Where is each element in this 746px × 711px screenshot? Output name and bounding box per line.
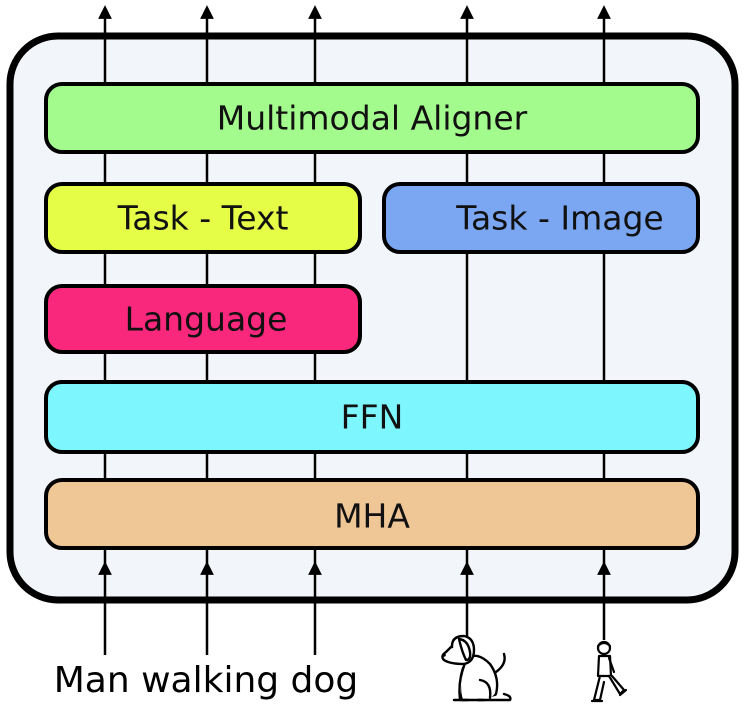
output-arrows [98, 5, 611, 86]
dog-icon [441, 634, 512, 702]
task-text-label: Task - Text [117, 199, 289, 238]
mha-label: MHA [334, 497, 410, 536]
task-text-box: Task - Text [44, 182, 362, 254]
language-box: Language [44, 284, 362, 354]
walking-man-icon [590, 640, 628, 703]
mha-box: MHA [44, 478, 700, 550]
task-image-label: Task - Image [455, 199, 663, 238]
task-image-box: Task - Image [382, 182, 700, 254]
aligner-label: Multimodal Aligner [217, 99, 528, 138]
model-container [6, 32, 739, 604]
ffn-label: FFN [341, 398, 404, 437]
language-label: Language [125, 300, 288, 339]
input-text: Man walking dog [54, 660, 359, 701]
ffn-box: FFN [44, 380, 700, 454]
input-arrows [98, 561, 611, 655]
aligner-box: Multimodal Aligner [44, 82, 700, 154]
